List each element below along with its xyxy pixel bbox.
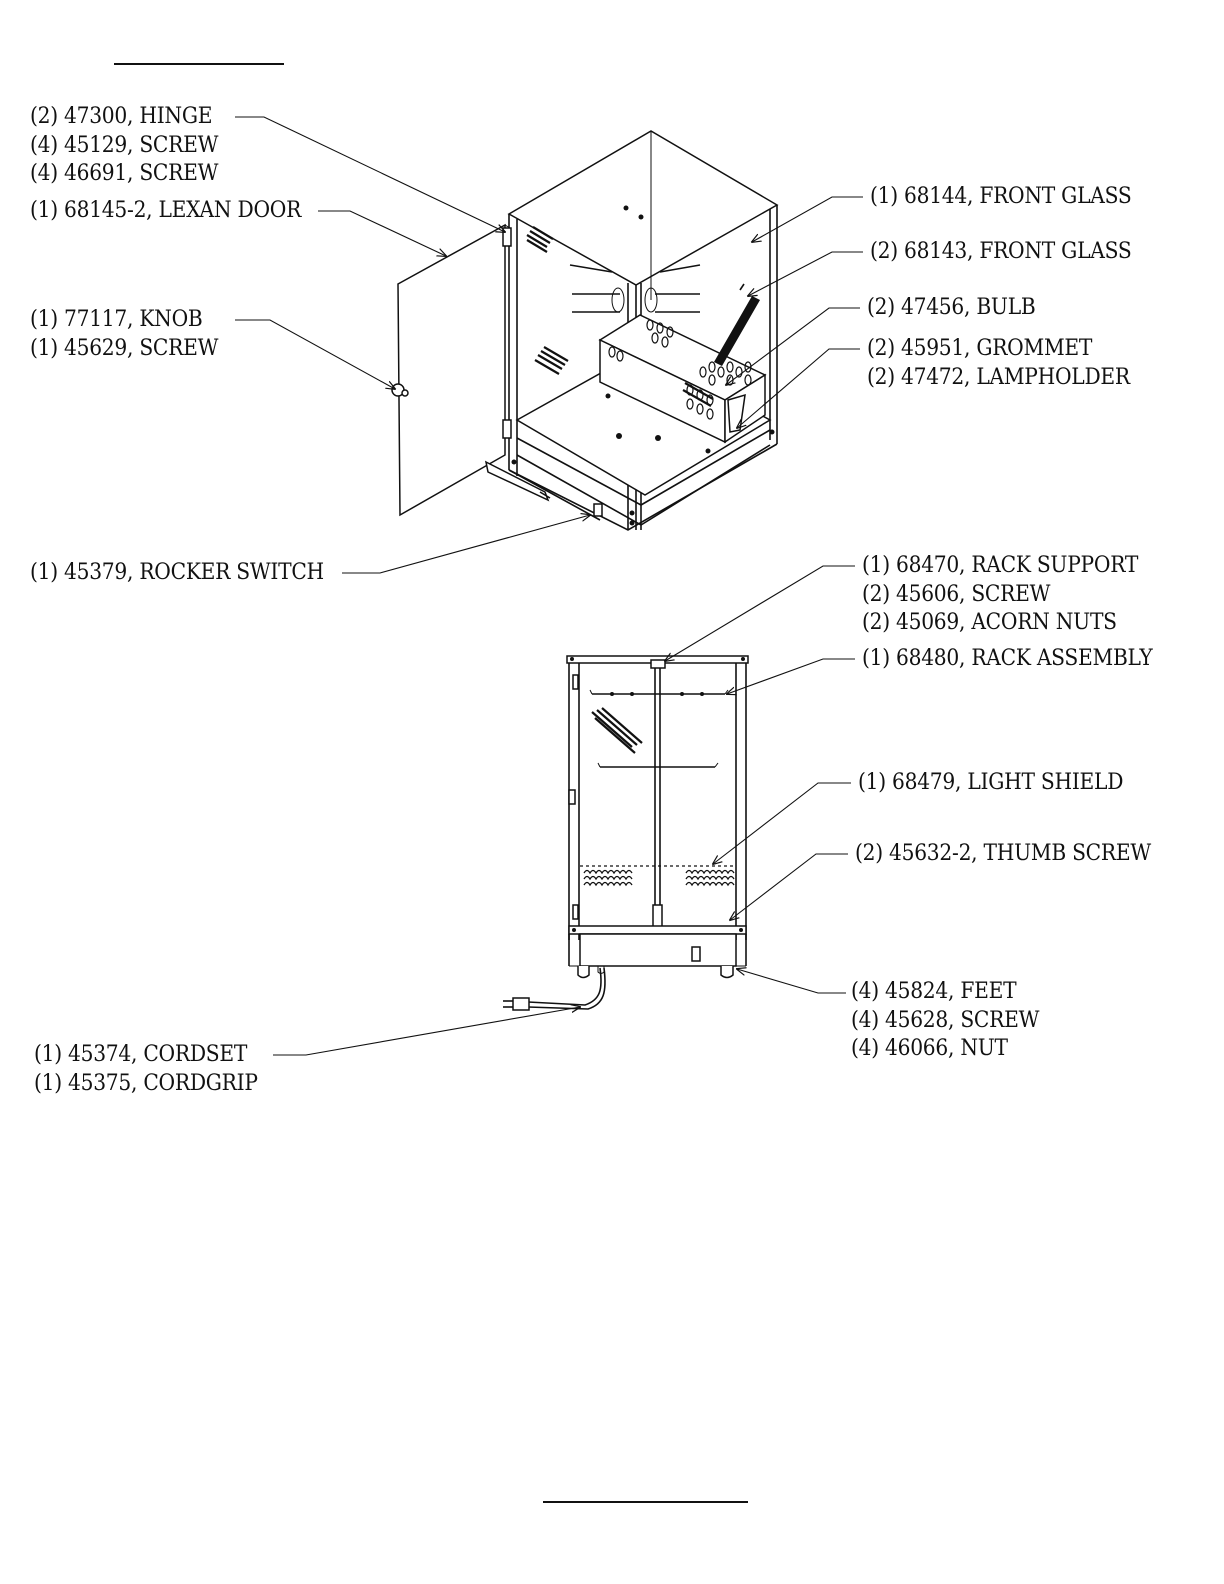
- callout-rack-support-screw: (2) 45606, SCREW: [862, 581, 1051, 607]
- callout-rack-assembly: (1) 68480, RACK ASSEMBLY: [862, 645, 1153, 674]
- callout-acorn-nuts: (2) 45069, ACORN NUTS: [862, 610, 1117, 635]
- callout-light-shield-text: (1) 68479, LIGHT SHIELD: [858, 770, 1124, 795]
- callout-lampholder: (2) 47472, LAMPHOLDER: [867, 364, 1130, 390]
- callout-bulb: (2) 47456, BULB: [867, 294, 1036, 323]
- callout-hinge-group: (2) 47300, HINGE (4) 45129, SCREW (4) 46…: [30, 103, 218, 189]
- callout-rack-support-group: (1) 68470, RACK SUPPORT (2) 45606, SCREW…: [862, 552, 1138, 638]
- callout-front-glass-2: (2) 68143, FRONT GLASS: [870, 238, 1132, 267]
- callout-knob-screw: (1) 45629, SCREW: [30, 335, 219, 361]
- callout-thumb-screw: (2) 45632-2, THUMB SCREW: [855, 840, 1151, 869]
- callout-rack-assembly-text: (1) 68480, RACK ASSEMBLY: [862, 646, 1153, 671]
- callout-rocker-switch-text: (1) 45379, ROCKER SWITCH: [30, 560, 324, 585]
- callout-light-shield: (1) 68479, LIGHT SHIELD: [858, 769, 1123, 798]
- callout-hinge: (2) 47300, HINGE: [30, 104, 213, 129]
- callout-front-glass-2-text: (2) 68143, FRONT GLASS: [870, 239, 1132, 264]
- callout-hinge-screw: (4) 45129, SCREW: [30, 132, 219, 158]
- callout-cordgrip: (1) 45375, CORDGRIP: [34, 1070, 258, 1096]
- callout-bulb-text: (2) 47456, BULB: [867, 295, 1036, 320]
- callout-feet-group: (4) 45824, FEET (4) 45628, SCREW (4) 460…: [851, 978, 1039, 1064]
- callout-knob: (1) 77117, KNOB: [30, 307, 203, 332]
- callout-front-glass-1: (1) 68144, FRONT GLASS: [870, 183, 1132, 212]
- callout-hinge-screw-2: (4) 46691, SCREW: [30, 161, 219, 186]
- callout-front-glass-1-text: (1) 68144, FRONT GLASS: [870, 184, 1132, 209]
- callout-feet: (4) 45824, FEET: [851, 979, 1017, 1004]
- callout-lexan-door-text: (1) 68145-2, LEXAN DOOR: [30, 198, 302, 223]
- callout-cordset-group: (1) 45374, CORDSET (1) 45375, CORDGRIP: [34, 1041, 258, 1098]
- leader-lines: [235, 116, 863, 1056]
- callout-grommet-group: (2) 45951, GROMMET (2) 47472, LAMPHOLDER: [867, 335, 1130, 392]
- callout-cordset: (1) 45374, CORDSET: [34, 1042, 248, 1067]
- callout-feet-screw: (4) 45628, SCREW: [851, 1007, 1040, 1033]
- callout-knob-group: (1) 77117, KNOB (1) 45629, SCREW: [30, 306, 218, 363]
- callout-lexan-door: (1) 68145-2, LEXAN DOOR: [30, 197, 301, 226]
- callout-nut: (4) 46066, NUT: [851, 1036, 1008, 1061]
- callout-thumb-screw-text: (2) 45632-2, THUMB SCREW: [855, 841, 1151, 866]
- front-elevation-cabinet: [503, 655, 749, 1011]
- isometric-cabinet: [391, 130, 779, 531]
- callout-rack-support: (1) 68470, RACK SUPPORT: [862, 553, 1139, 578]
- callout-grommet: (2) 45951, GROMMET: [867, 336, 1093, 361]
- callout-rocker-switch: (1) 45379, ROCKER SWITCH: [30, 559, 324, 588]
